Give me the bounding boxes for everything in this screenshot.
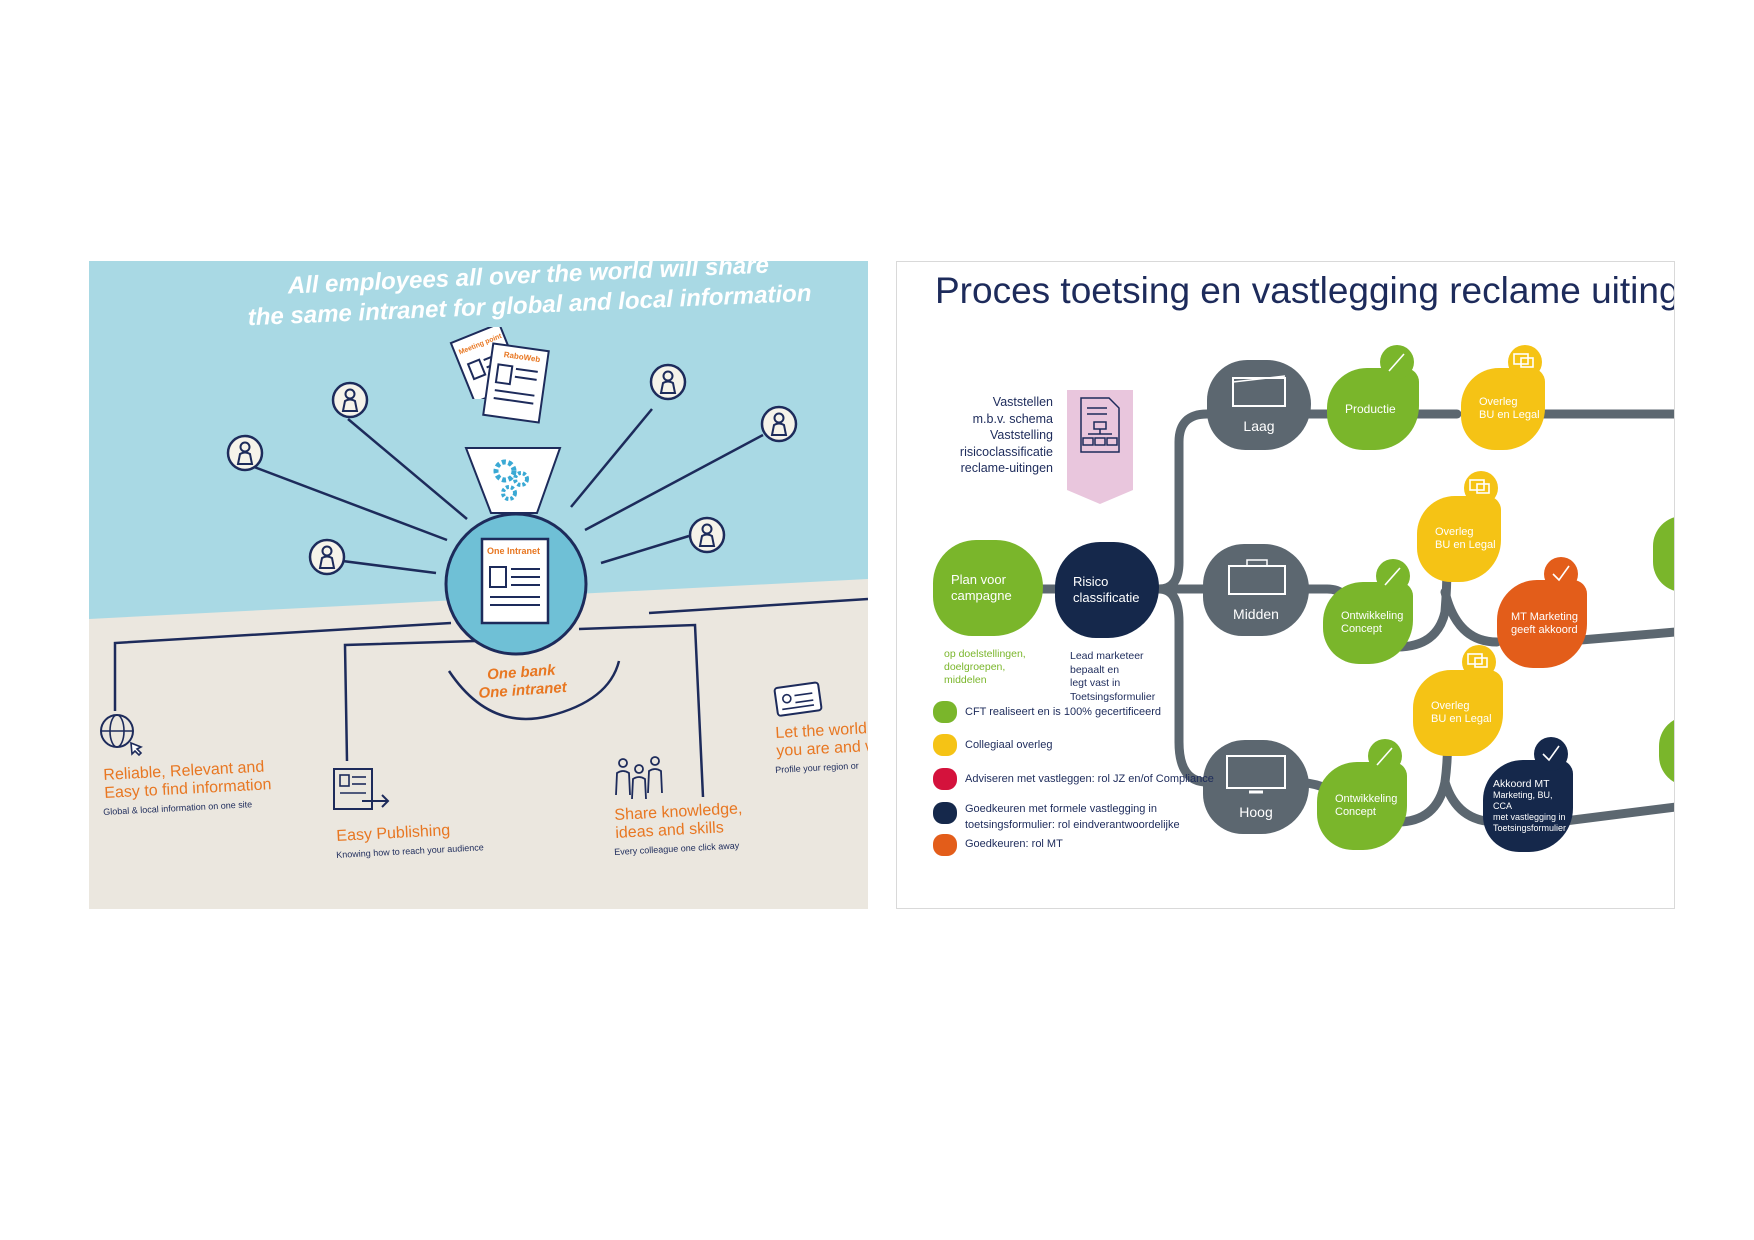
overleg-label-line: Overleg [1431,700,1470,712]
schema-tag [1067,390,1133,504]
legend-label: Adviseren met vastleggen: rol JZ en/of C… [965,773,1214,785]
legend-label: Collegiaal overleg [965,739,1053,751]
pencil-icon [1388,353,1405,372]
plan-label-line: campagne [951,588,1012,603]
infographic-background [89,261,868,798]
overleg-node-mid: Overleg BU en Legal [1417,496,1501,582]
ontwikkeling-label-line: Concept [1341,623,1382,635]
process-flow-panel: Proces toetsing en vastlegging reclame u… [896,261,1675,909]
employee-avatar-icon [226,434,264,472]
akkoord-label-line: Akkoord MT [1493,777,1550,790]
employee-avatar-icon [688,516,726,554]
level-high-node: Hoog [1203,740,1309,834]
legend-label: CFT realiseert en is 100% gecertificeerd [965,706,1162,718]
employee-avatar-icon [331,381,369,419]
mt-label-line: geeft akkoord [1511,624,1578,636]
risk-note-line: bepaalt en [1070,663,1120,676]
legend-swatch-orange [933,834,957,856]
risk-label-line: classificatie [1073,590,1140,605]
level-high-label: Hoog [1239,804,1273,820]
feature-share: Share knowledge, ideas and skills Every … [614,800,814,857]
legend-label-line: toetsingsformulier: rol eindverantwoorde… [965,819,1180,831]
productie-label: Productie [1345,402,1396,416]
akkoord-label-line: Toetsingsformulier [1493,822,1567,833]
overleg-label-line: BU en Legal [1435,539,1496,551]
publish-document-icon [333,768,390,810]
overleg-node-top: Overleg BU en Legal [1461,368,1545,450]
ontwikkeling-node-low: Ontwikkeling Concept [1317,762,1407,850]
legend-swatch-green [933,701,957,723]
gears-icon [493,459,529,501]
level-low-node: Laag [1207,360,1311,450]
plan-note-line: middelen [944,674,987,686]
schema-line: risicoclassificatie [959,444,1053,459]
level-mid-label: Midden [1233,606,1279,622]
feature-reliable: Reliable, Relevant and Easy to find info… [103,759,303,817]
plan-note-line: op doelstellingen, [944,648,1026,660]
productie-node: Productie [1327,368,1419,450]
legend-swatch-yellow [933,734,957,756]
hub-doc-label: One Intranet [487,546,540,556]
feature-profile: Let the world you are and w Profile your… [775,720,868,775]
overleg-label-line: BU en Legal [1479,409,1540,421]
tv-icon [1228,559,1286,595]
intranet-infographic-panel: All employees all over the world will sh… [89,261,868,909]
cropped-green-node [1659,716,1674,786]
checkmark-icon [1552,565,1570,582]
checkmark-icon [1542,745,1560,762]
legend-swatch-navy [933,802,957,824]
pencil-icon [1376,747,1393,766]
people-group-icon [615,756,663,800]
plan-note: op doelstellingen, doelgroepen, middelen [944,648,1026,687]
overleg-label-line: Overleg [1479,396,1518,408]
risk-note: Lead marketeer bepaalt en legt vast in T… [1070,650,1155,704]
akkoord-mt-node: Akkoord MT Marketing, BU, CCA met vastle… [1483,760,1573,852]
akkoord-label-line: met vastlegging in [1493,811,1566,822]
employee-avatar-icon [308,538,346,576]
one-intranet-hub: One Intranet [444,512,588,656]
schema-line: reclame-uitingen [960,461,1053,475]
schema-line: Vaststelling [990,428,1053,442]
feature-publishing: Easy Publishing Knowing how to reach you… [336,822,536,860]
ontwikkeling-label-line: Concept [1335,806,1376,818]
cropped-green-node [1653,516,1674,592]
akkoord-label-line: Marketing, BU, CCA [1493,789,1553,811]
risico-classificatie-node: Risico classificatie [1055,542,1159,638]
monitor-icon [1232,375,1286,407]
employee-avatar-icon [649,363,687,401]
profile-card-icon [773,681,823,717]
plan-label-line: Plan voor [951,572,1006,587]
risk-note-line: Toetsingsformulier [1070,690,1156,703]
ontwikkeling-label-line: Ontwikkeling [1341,610,1404,622]
level-mid-node: Midden [1203,544,1309,636]
ontwikkeling-node-mid: Ontwikkeling Concept [1323,582,1413,664]
pencil-icon [1384,567,1401,586]
overleg-label-line: BU en Legal [1431,713,1492,725]
legend-label: Goedkeuren met formele vastlegging in to… [965,801,1180,833]
process-title: Proces toetsing en vastlegging reclame u… [935,270,1675,311]
plan-note-line: doelgroepen, [944,661,1006,673]
employee-avatar-icon [760,405,798,443]
legend-label-line: Goedkeuren met formele vastlegging in [965,803,1157,815]
risk-note-line: legt vast in [1070,677,1121,689]
schema-line: m.b.v. schema [972,411,1053,426]
step-badge-icons [1368,345,1578,773]
schema-line: Vaststellen [992,395,1053,409]
feature-title: Let the world you are and w [775,718,868,761]
globe-cursor-icon [100,714,143,757]
mt-label-line: MT Marketing [1511,611,1579,623]
level-low-label: Laag [1243,418,1275,434]
legend-label: Goedkeuren: rol MT [965,838,1063,850]
desktop-monitor-icon [1226,755,1286,794]
document-icon-raboweb: RaboWeb [482,342,550,424]
risk-label-line: Risico [1073,574,1109,589]
ontwikkeling-label-line: Ontwikkeling [1335,793,1398,805]
legend-swatch-red [933,768,957,790]
overleg-node-low: Overleg BU en Legal [1413,670,1503,756]
mt-marketing-node: MT Marketing geeft akkoord [1497,580,1587,668]
plan-campagne-node: Plan voor campagne [933,540,1043,636]
risk-note-line: Lead marketeer [1070,650,1144,662]
schema-text: Vaststellen m.b.v. schema Vaststelling r… [937,394,1053,477]
overleg-label-line: Overleg [1435,526,1474,538]
